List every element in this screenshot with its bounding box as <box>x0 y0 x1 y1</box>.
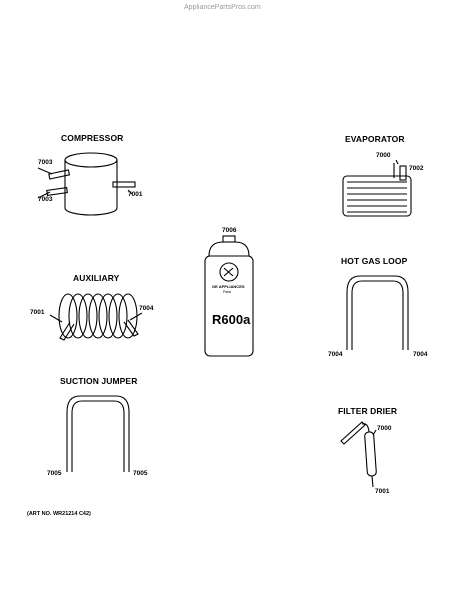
compressor-drawing <box>37 152 136 216</box>
suction-jumper-drawing <box>66 395 130 472</box>
auxiliary-title: AUXILIARY <box>73 273 120 283</box>
hot-gas-loop-title: HOT GAS LOOP <box>341 256 408 266</box>
filter-drier-title: FILTER DRIER <box>338 406 398 416</box>
compressor-callout-7001: 7001 <box>128 191 143 198</box>
evaporator-callout-7002: 7002 <box>409 165 424 172</box>
suction-jumper-title: SUCTION JUMPER <box>60 376 138 386</box>
auxiliary-callout-7001: 7001 <box>30 309 45 316</box>
compressor-title: COMPRESSOR <box>61 133 124 143</box>
filter-drier-callout-7000: 7000 <box>377 425 392 432</box>
evaporator-callout-7000: 7000 <box>376 152 391 159</box>
hot-gas-loop-drawing <box>346 275 409 350</box>
art-number: (ART NO. WR21214 C42) <box>27 511 91 517</box>
site-watermark: AppliancePartsPros.com <box>184 4 261 11</box>
refrigerant-can-drawing <box>204 235 254 357</box>
hot-gas-loop-callout-7004-right: 7004 <box>413 351 428 358</box>
compressor-callout-7003-top: 7003 <box>38 159 53 166</box>
compressor-callout-7003-bottom: 7003 <box>38 196 53 203</box>
suction-jumper-callout-7005-left: 7005 <box>47 470 62 477</box>
refrigerant-brand-text: GE APPLIANCES <box>212 284 245 289</box>
auxiliary-coil-drawing <box>49 293 143 341</box>
filter-drier-drawing <box>340 421 377 488</box>
refrigerant-small-text: Parts <box>223 290 232 294</box>
refrigerant-name: R600a <box>212 312 251 327</box>
evaporator-title: EVAPORATOR <box>345 134 405 144</box>
evaporator-drawing <box>342 159 412 217</box>
hot-gas-loop-callout-7004-left: 7004 <box>328 351 343 358</box>
refrigerant-callout-7006: 7006 <box>222 227 237 234</box>
suction-jumper-callout-7005-right: 7005 <box>133 470 148 477</box>
auxiliary-callout-7004: 7004 <box>139 305 154 312</box>
filter-drier-callout-7001: 7001 <box>375 488 390 495</box>
